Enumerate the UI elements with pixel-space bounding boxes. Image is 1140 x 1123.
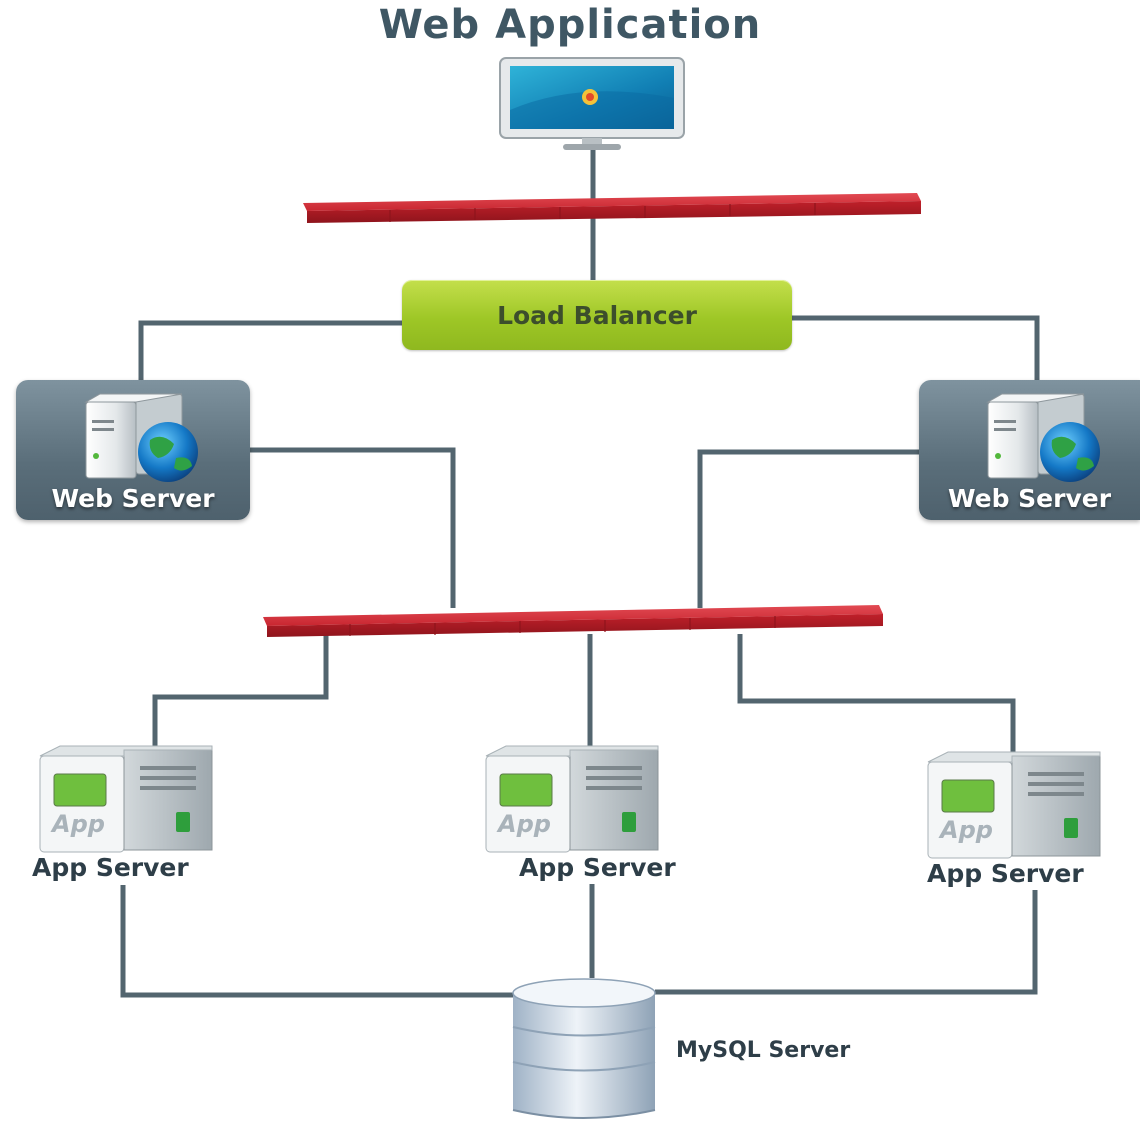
app-server-1-label: App Server <box>32 853 189 882</box>
diagram-title: Web Application <box>378 2 762 48</box>
connector-app3-to-db <box>655 890 1038 995</box>
app-server-1-icon <box>39 745 213 853</box>
monitor-icon <box>499 57 685 150</box>
app-server-2-icon-text: App <box>498 810 551 838</box>
web-server-right-panel: Web Server <box>919 380 1140 520</box>
connector-firewall-to-app3 <box>737 634 1016 755</box>
app-server-2-label: App Server <box>519 853 676 882</box>
mysql-server-label: MySQL Server <box>676 1038 851 1063</box>
load-balancer: Load Balancer <box>402 280 792 350</box>
app-server-1-icon-text: App <box>52 810 105 838</box>
connector-right-web-to-firewall <box>697 449 920 608</box>
web-server-left-panel: Web Server <box>16 380 250 520</box>
web-server-left-label: Web Server <box>51 484 215 513</box>
firewall-middle-icon <box>263 605 883 637</box>
connector-app1-to-db <box>120 885 515 998</box>
connector-lb-to-right-web <box>791 315 1040 382</box>
app-server-3-icon <box>927 751 1101 859</box>
app-server-3-label: App Server <box>927 859 1084 888</box>
database-icon <box>512 978 656 1119</box>
web-server-right-label: Web Server <box>947 484 1112 513</box>
connector-firewall-to-app1 <box>152 634 329 748</box>
connector-left-web-to-firewall <box>250 447 456 608</box>
connector-lb-to-left-web <box>138 320 403 382</box>
firewall-top-icon <box>303 193 921 223</box>
connector-lines <box>120 148 1040 998</box>
app-server-3-icon-text: App <box>940 816 993 844</box>
app-server-2-icon <box>485 745 659 853</box>
